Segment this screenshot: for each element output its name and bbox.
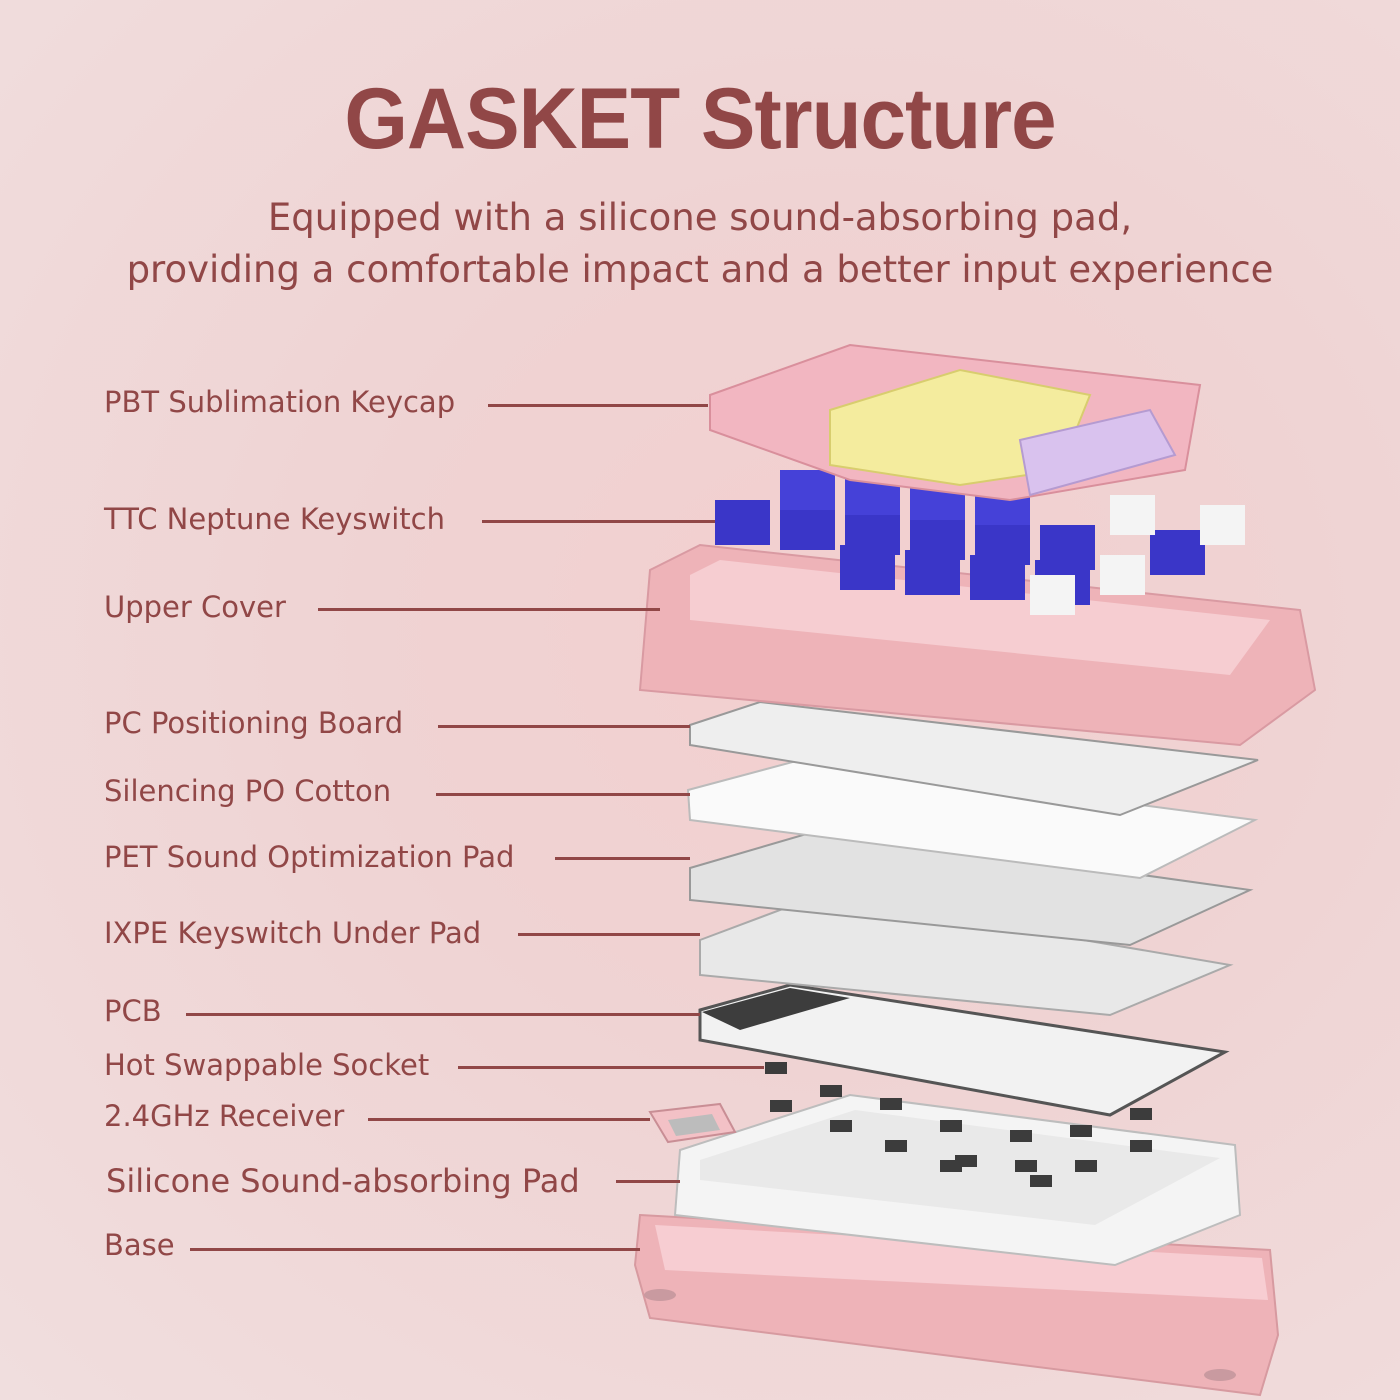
subtitle-line-2: providing a comfortable impact and a bet… [126, 248, 1274, 291]
page-title: GASKET Structure [344, 71, 1056, 167]
label-silicone-pad: Silicone Sound-absorbing Pad [106, 1162, 580, 1200]
upper-cover-layer [638, 543, 1317, 747]
leader-line-upper-cover [318, 608, 660, 611]
label-silencing-po-cotton: Silencing PO Cotton [104, 774, 392, 808]
pc-board-layer [689, 700, 1259, 817]
leader-line-pcb [186, 1013, 700, 1016]
leader-line-base [190, 1248, 640, 1251]
label-pcb: PCB [104, 994, 162, 1028]
label-pbt-keycap: PBT Sublimation Keycap [104, 385, 456, 419]
subtitle-line-1: Equipped with a silicone sound-absorbing… [267, 196, 1133, 239]
leader-line-silicone-pad [616, 1180, 680, 1183]
label-pet-pad: PET Sound Optimization Pad [104, 840, 515, 874]
leader-line-po-cotton [436, 793, 690, 796]
leader-line-receiver [368, 1118, 650, 1121]
label-pc-positioning-board: PC Positioning Board [104, 706, 404, 740]
leader-line-pc-board [438, 725, 690, 728]
label-hot-swap-socket: Hot Swappable Socket [104, 1048, 430, 1082]
keycap-layer [709, 343, 1202, 502]
leader-line-keyswitch [482, 520, 715, 523]
pcb-layer [698, 983, 1230, 1117]
label-base: Base [104, 1228, 175, 1262]
leader-line-pet-pad [555, 857, 690, 860]
label-upper-cover: Upper Cover [104, 590, 286, 624]
po-cotton-layer [686, 758, 1259, 880]
hot-swap-sockets [765, 1062, 1152, 1187]
leader-line-keycap [488, 404, 708, 407]
label-ttc-keyswitch: TTC Neptune Keyswitch [104, 502, 445, 536]
leader-line-ixpe-pad [518, 933, 700, 936]
leader-line-hot-swap [458, 1066, 764, 1069]
label-ixpe-pad: IXPE Keyswitch Under Pad [104, 916, 482, 950]
receiver-layer [648, 1102, 737, 1144]
pet-pad-layer [689, 828, 1254, 947]
label-receiver: 2.4GHz Receiver [104, 1099, 345, 1133]
